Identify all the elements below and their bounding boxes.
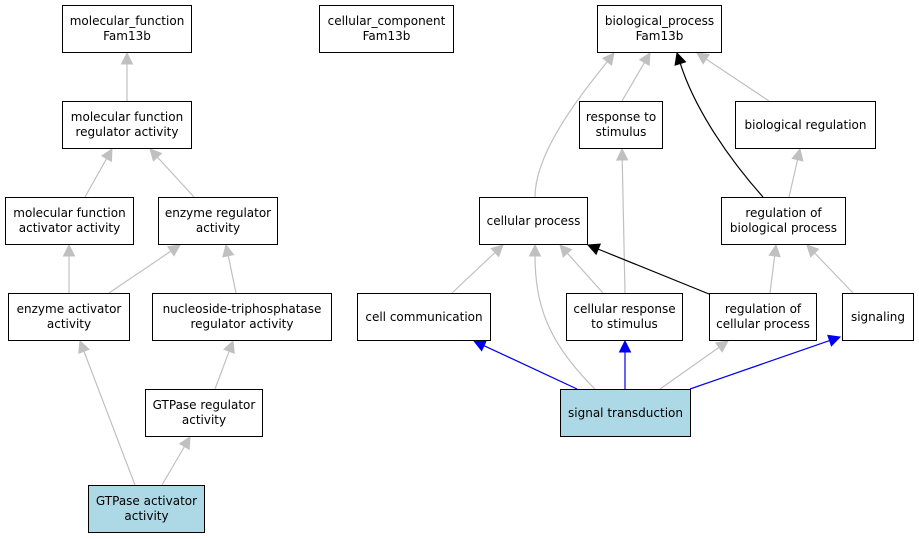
edge-reg_cell-to-cell_proc <box>586 243 710 295</box>
node-cellular-component-root[interactable]: cellular_component Fam13b <box>319 5 454 53</box>
edge-enz_reg-to-mf_reg <box>149 148 195 198</box>
node-regulation-of-biological-process[interactable]: regulation of biological process <box>721 197 846 245</box>
node-biological-regulation[interactable]: biological regulation <box>735 101 876 149</box>
edge-line <box>705 58 770 102</box>
edge-reg_bio-to-bp_root <box>674 51 764 198</box>
edge-arrowhead <box>586 243 602 256</box>
node-enzyme-regulator-activity[interactable]: enzyme regulator activity <box>158 197 278 245</box>
edge-sig_trans-to-cell_resp <box>618 339 632 389</box>
edge-line <box>451 252 496 294</box>
node-regulation-of-cellular-process[interactable]: regulation of cellular process <box>709 293 817 341</box>
edge-cell_resp-to-resp_stim <box>615 147 629 294</box>
edge-cell_proc-to-bp_root <box>534 52 615 198</box>
node-response-to-stimulus[interactable]: response to stimulus <box>579 101 663 149</box>
edge-mf_act-to-mf_reg <box>84 148 113 198</box>
edge-arrowhead <box>806 244 820 258</box>
edge-line <box>769 255 776 294</box>
edge-gtpase_reg-to-ntp_reg <box>214 339 235 390</box>
edge-line <box>534 255 596 390</box>
edge-line <box>108 250 172 294</box>
edge-arrowhead <box>827 334 842 347</box>
node-cellular-process[interactable]: cellular process <box>479 197 588 245</box>
edge-sig_trans-to-reg_cell <box>659 340 729 390</box>
edge-line <box>621 62 645 102</box>
node-molecular-function-root[interactable]: molecular_function Fam13b <box>62 5 192 53</box>
edge-line <box>621 159 626 294</box>
edge-reg_cell-to-reg_bio <box>768 243 781 294</box>
node-gtpase-activator-activity[interactable]: GTPase activator activity <box>88 485 205 533</box>
edge-arrowhead <box>62 243 76 257</box>
node-molecular-function-activator-activity[interactable]: molecular function activator activity <box>5 197 134 245</box>
edge-line <box>534 61 608 198</box>
node-signaling[interactable]: signaling <box>842 293 914 341</box>
edge-arrowhead <box>615 147 629 161</box>
edge-arrowhead <box>178 436 191 451</box>
edge-arrowhead <box>490 244 504 258</box>
edge-line <box>679 63 764 198</box>
edge-sig_trans-to-cell_comm <box>472 340 578 390</box>
edge-arrowhead <box>559 244 573 258</box>
edge-line <box>659 346 720 390</box>
edge-line <box>84 158 108 198</box>
node-enzyme-activator-activity[interactable]: enzyme activator activity <box>8 293 130 341</box>
edge-resp_stim-to-bp_root <box>621 52 651 102</box>
edge-arrowhead <box>768 243 781 258</box>
edge-arrowhead <box>638 52 651 67</box>
edge-line <box>161 446 185 486</box>
edge-arrowhead <box>472 340 488 352</box>
edge-arrowhead <box>149 148 163 162</box>
node-molecular-function-regulator-activity[interactable]: molecular function regulator activity <box>62 101 192 149</box>
edge-line <box>227 255 237 294</box>
node-biological-process-root[interactable]: biological_process Fam13b <box>597 5 722 53</box>
node-nucleoside-triphosphatase-regulator-activity[interactable]: nucleoside-triphosphatase regulator acti… <box>152 293 332 341</box>
edge-arrowhead <box>674 51 687 66</box>
edge-line <box>814 252 854 294</box>
edge-ntp_reg-to-enz_reg <box>222 243 237 294</box>
edge-gtpase_act-to-gtpase_reg <box>161 436 191 486</box>
edge-arrowhead <box>791 147 804 162</box>
edge-arrowhead <box>601 52 615 66</box>
edge-arrowhead <box>100 148 113 163</box>
edge-arrowhead <box>618 339 632 353</box>
node-cellular-response-to-stimulus[interactable]: cellular response to stimulus <box>566 293 683 341</box>
edge-arrowhead <box>166 244 181 257</box>
edge-line <box>214 351 230 390</box>
edge-line <box>483 345 578 390</box>
edge-gtpase_act-to-enz_act <box>78 339 136 486</box>
edge-sig_trans-to-cell_proc <box>528 243 596 390</box>
node-cell-communication[interactable]: cell communication <box>357 293 491 341</box>
edge-arrowhead <box>528 243 542 257</box>
edge-sig_trans-to-signaling <box>689 334 842 390</box>
edge-cell_resp-to-cell_proc <box>559 244 604 294</box>
edge-arrowhead <box>222 243 235 258</box>
edge-arrowhead <box>78 339 90 354</box>
node-gtpase-regulator-activity[interactable]: GTPase regulator activity <box>145 389 263 437</box>
edge-arrowhead <box>223 339 235 354</box>
edge-line <box>597 248 710 295</box>
edge-line <box>566 252 604 294</box>
edge-reg_bio-to-bio_reg <box>788 147 804 198</box>
edge-arrowhead <box>714 340 729 353</box>
edge-arrowhead <box>696 52 711 65</box>
edge-enz_act-to-mf_act <box>62 243 76 293</box>
edge-signaling-to-reg_bio <box>806 244 854 294</box>
edge-line <box>689 340 830 390</box>
node-signal-transduction[interactable]: signal transduction <box>560 389 691 437</box>
edge-mf_reg-to-mf_root <box>120 51 134 101</box>
edge-bio_reg-to-bp_root <box>696 52 770 102</box>
edge-line <box>83 351 136 486</box>
edge-line <box>156 156 195 198</box>
edge-enz_act-to-enz_reg <box>108 244 181 294</box>
edge-cell_comm-to-cell_proc <box>451 244 504 294</box>
edge-line <box>788 159 799 198</box>
edge-arrowhead <box>120 51 134 65</box>
